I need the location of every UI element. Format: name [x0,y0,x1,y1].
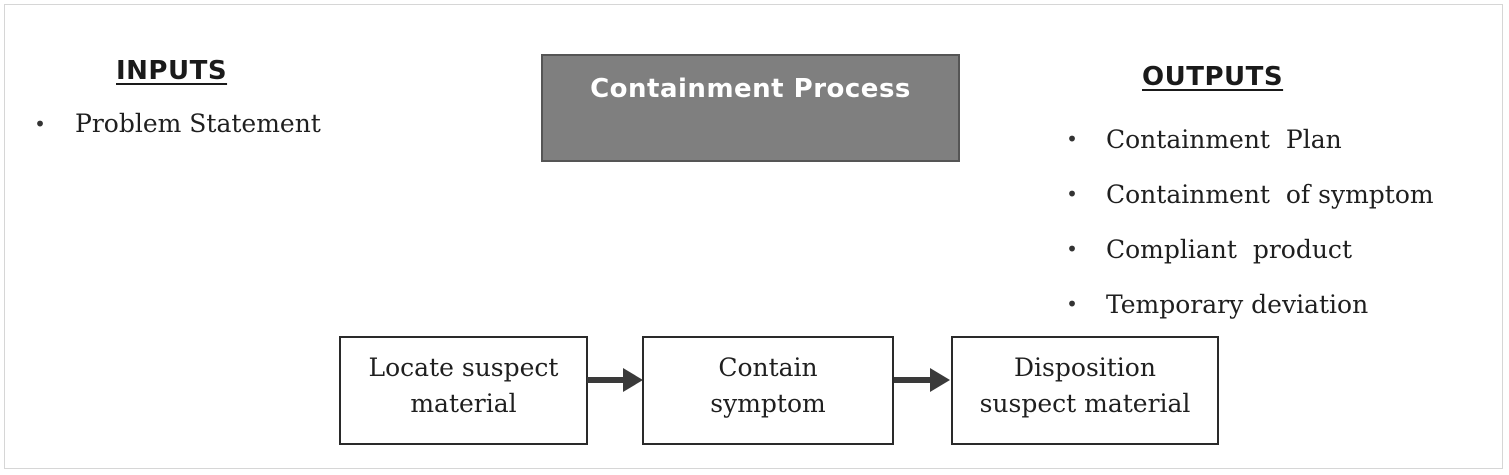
output-item-label: Temporary deviation [1106,290,1369,319]
list-item: • Containment of symptom [1052,167,1434,222]
step-box-disposition: Disposition suspect material [951,336,1219,445]
bullet-icon: • [1066,182,1078,206]
step-box-locate: Locate suspect material [339,336,588,445]
bullet-icon: • [1066,292,1078,316]
list-item: • Compliant product [1052,222,1434,277]
right-arrow-icon [587,368,643,392]
outputs-list: • Containment Plan • Containment of symp… [1052,112,1434,332]
list-item: • Temporary deviation [1052,277,1434,332]
list-item: • Problem Statement [20,108,321,140]
right-arrow-icon [894,368,950,392]
output-item-label: Containment Plan [1106,125,1342,154]
list-item: • Containment Plan [1052,112,1434,167]
bullet-icon: • [1066,237,1078,261]
process-title: Containment Process [590,74,911,104]
step-label: Disposition suspect material [979,353,1191,418]
input-item-label: Problem Statement [75,109,321,138]
step-box-contain: Contain symptom [642,336,894,445]
output-item-label: Compliant product [1106,235,1352,264]
bullet-icon: • [1066,127,1078,151]
output-item-label: Containment of symptom [1106,180,1434,209]
inputs-heading: INPUTS [116,56,228,86]
outputs-heading: OUTPUTS [1142,62,1284,92]
process-title-box: Containment Process [541,54,960,162]
bullet-icon: • [34,112,46,136]
step-label: Locate suspect material [368,353,559,418]
inputs-list: • Problem Statement [20,108,321,140]
step-label: Contain symptom [710,353,826,418]
